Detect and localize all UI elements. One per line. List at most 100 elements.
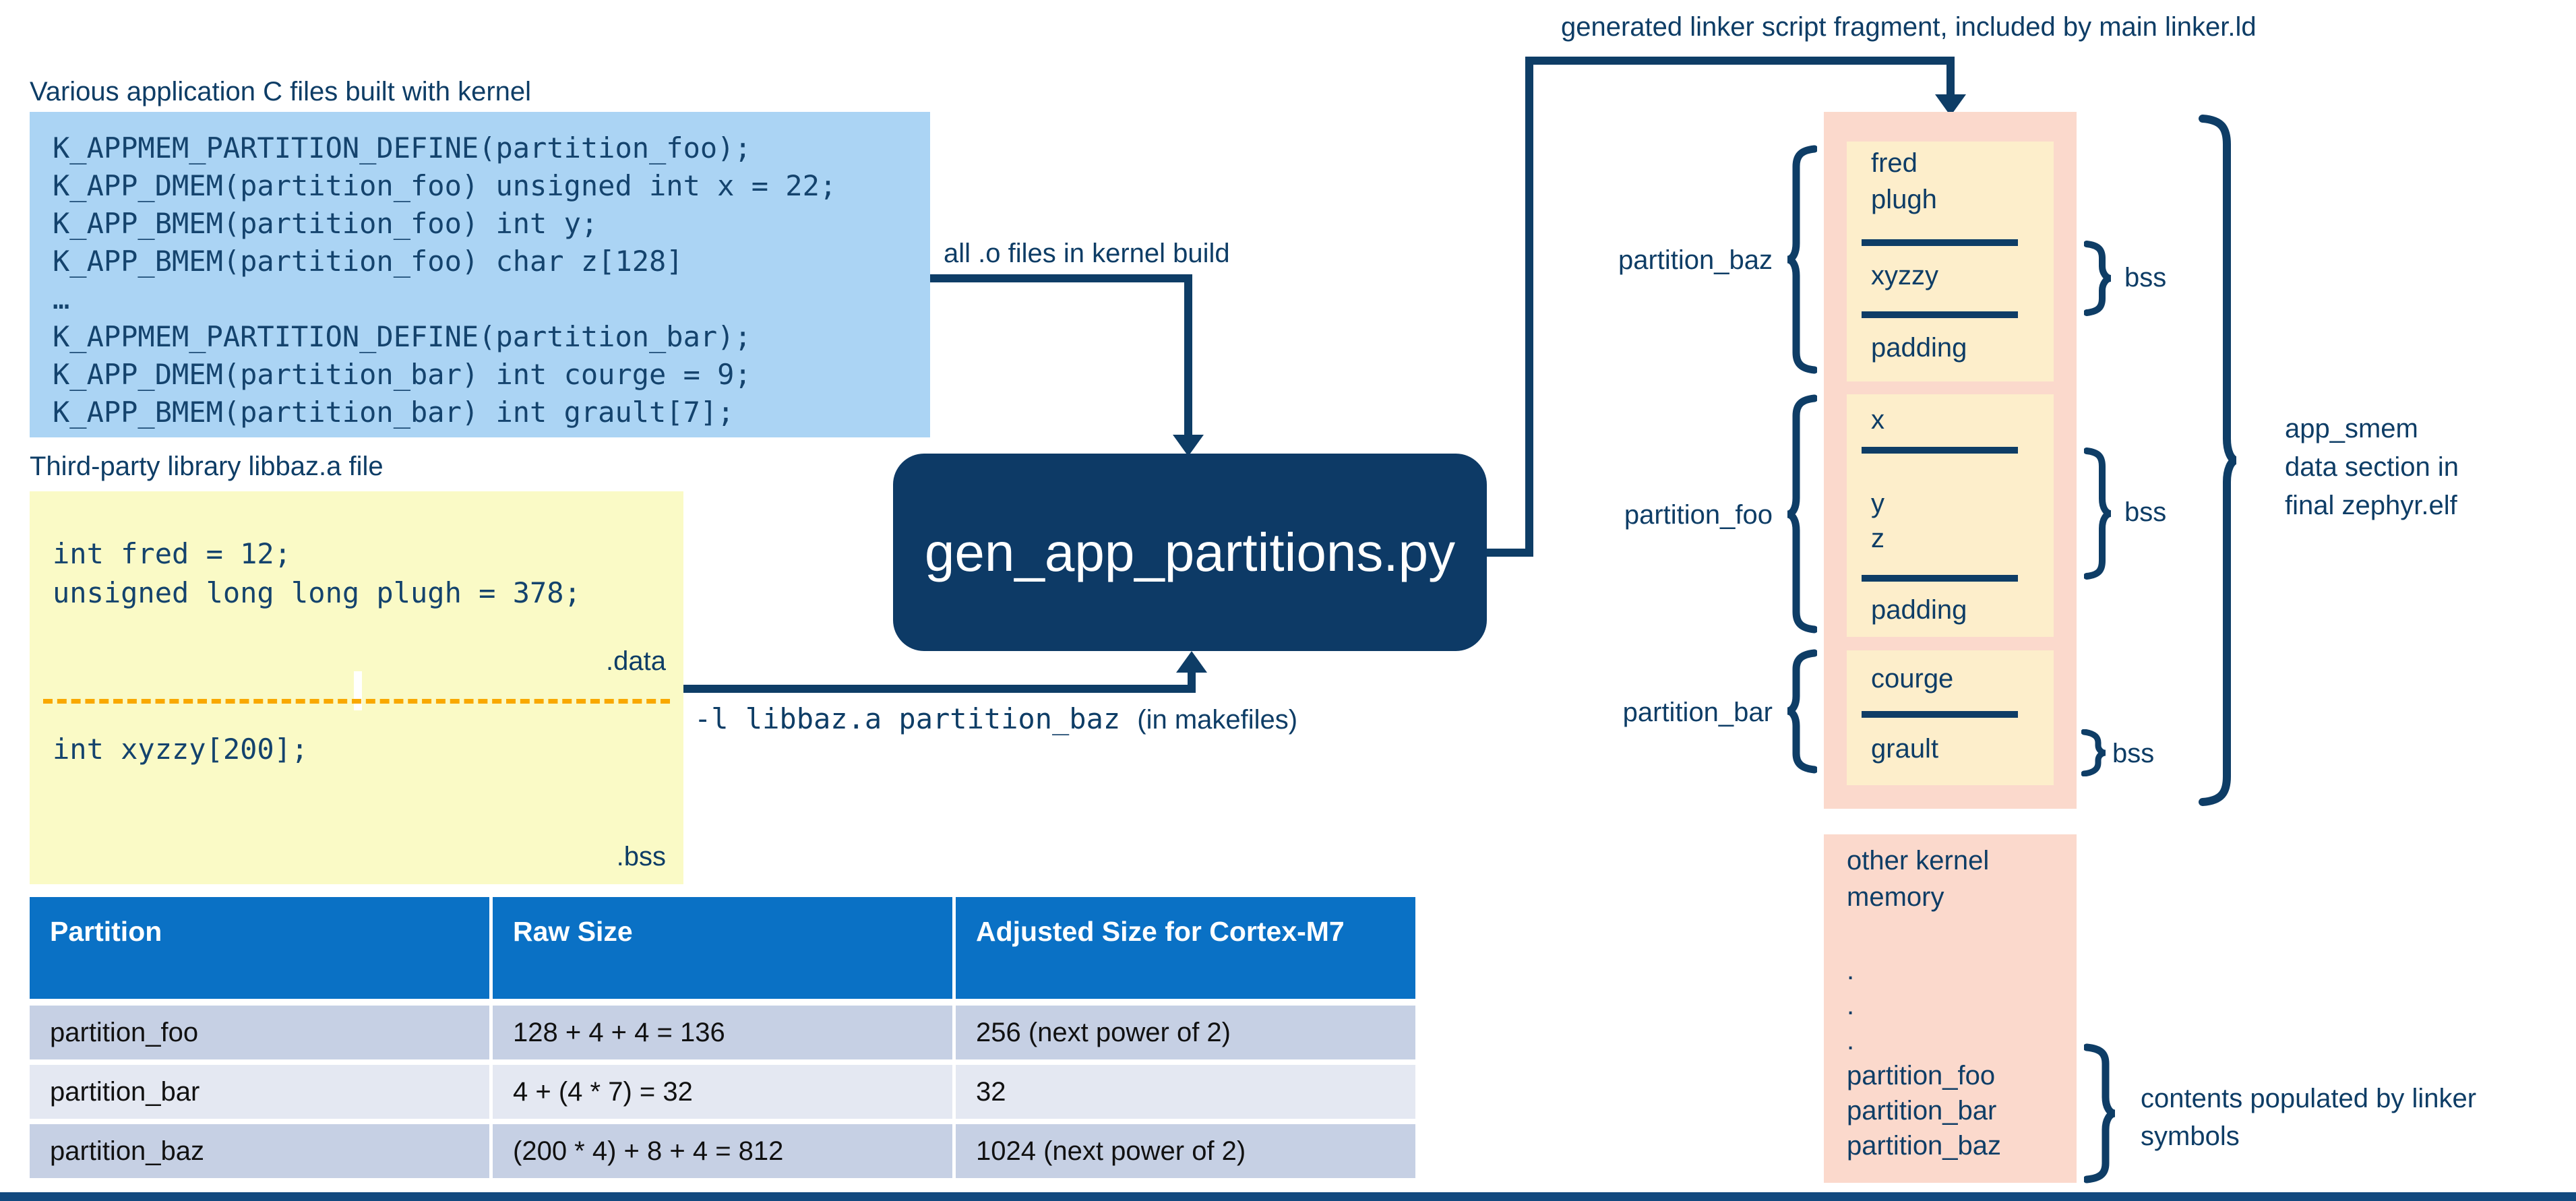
table-header-partition: Partition [30,897,489,999]
symbol-grault: grault [1871,734,1939,764]
arrow-objects-horizontal [930,274,1192,282]
all-o-files-label: all .o files in kernel build [944,239,1230,268]
brace-bss-grault [2081,729,2106,776]
kernel-partition-entry: partition_foo [1847,1061,1996,1090]
table-cell: partition_bar [30,1065,489,1119]
arrow-objects-head-icon [1173,435,1204,456]
code-line: K_APP_BMEM(partition_bar) int grault[7]; [53,396,735,429]
bss-label: bss [2124,263,2167,292]
app-smem-label-line: data section in [2285,452,2459,482]
symbol-xyzzy: xyzzy [1871,261,1938,290]
brace-linker-symbols [2084,1043,2116,1183]
makefile-flag-code: -l libbaz.a partition_baz [694,702,1121,735]
lib-code-line: int xyzzy[200]; [53,733,309,766]
gen-app-partitions-box: gen_app_partitions.py [893,454,1487,651]
arrow-makefile-vertical [1188,671,1196,689]
table-cell: 32 [956,1065,1415,1119]
segment-divider [1862,447,2018,454]
arrow-output-drop [1946,65,1955,97]
brace-partition-baz [1787,145,1817,374]
app-smem-label-line: app_smem [2285,414,2418,443]
code-line: … [53,282,70,315]
padding-label: padding [1871,595,1967,625]
arrow-makefile-horizontal [683,685,1196,693]
brace-partition-bar [1787,649,1817,774]
app-smem-box: fred plugh xyzzy padding x y z padding c… [1824,112,2077,809]
table-cell: partition_baz [30,1124,489,1178]
kernel-partition-entry: partition_baz [1847,1131,2002,1161]
table-header-adjusted-size: Adjusted Size for Cortex-M7 [956,897,1415,999]
data-bss-divider [43,699,670,704]
arrow-makefile-head-icon [1176,651,1207,673]
lib-code-line: unsigned long long plugh = 378; [53,576,581,609]
brace-bss-yz [2084,448,2112,580]
data-section-label: .data [606,646,666,676]
partition-size-table: Partition Raw Size Adjusted Size for Cor… [30,897,1415,1178]
arrow-output-horizontal [1525,57,1955,65]
segment-divider [1862,239,2018,246]
partition-bar-label: partition_bar [1622,698,1773,727]
brace-partition-foo [1787,394,1817,634]
symbol-z: z [1871,524,1884,553]
code-line: K_APP_DMEM(partition_foo) unsigned int x… [53,169,837,202]
segment-divider [1862,711,2018,718]
symbol-y: y [1871,489,1884,518]
code-line: K_APP_BMEM(partition_foo) char z[128] [53,245,683,278]
makefile-flag-label: -l libbaz.a partition_baz (in makefiles) [694,702,1297,736]
heading-third-party-library: Third-party library libbaz.a file [30,452,384,481]
table-cell: partition_foo [30,1006,489,1059]
partition-baz-label: partition_baz [1618,245,1773,275]
table-cell: (200 * 4) + 8 + 4 = 812 [493,1124,952,1178]
bss-label: bss [2124,497,2167,527]
ellipsis-dot: . [1847,991,1855,1020]
other-kernel-memory-label: other kernel memory [1847,846,1990,912]
table-row: partition_foo 128 + 4 + 4 = 136 256 (nex… [30,1006,1415,1059]
ellipsis-dot: . [1847,956,1855,985]
table-row: partition_bar 4 + (4 * 7) = 32 32 [30,1065,1415,1119]
gen-app-partitions-label: gen_app_partitions.py [924,522,1456,582]
partition-foo-label: partition_foo [1624,500,1773,530]
partition-baz-segment: fred plugh xyzzy padding [1847,142,2054,381]
symbol-plugh: plugh [1871,185,1937,214]
ellipsis-dot: . [1847,1026,1855,1055]
bss-label: bss [2112,739,2155,768]
kernel-partition-entry: partition_bar [1847,1096,1997,1126]
application-code-block: K_APPMEM_PARTITION_DEFINE(partition_foo)… [30,112,930,437]
brace-app-smem [2199,115,2238,806]
other-kernel-memory-box: other kernel memory . . . partition_foo … [1824,834,2077,1183]
linker-fragment-label: generated linker script fragment, includ… [1561,12,2257,42]
symbol-courge: courge [1871,664,1954,694]
linker-symbols-label-line: symbols [2141,1121,2240,1151]
table-cell: 1024 (next power of 2) [956,1124,1415,1178]
app-smem-label-line: final zephyr.elf [2285,491,2457,520]
lib-code-line: int fred = 12; [53,537,292,570]
table-header-raw-size: Raw Size [493,897,952,999]
padding-label: padding [1871,333,1967,363]
code-line: K_APP_BMEM(partition_foo) int y; [53,207,599,240]
arrow-output-stub [1487,549,1533,557]
code-line: K_APPMEM_PARTITION_DEFINE(partition_bar)… [53,320,752,353]
segment-divider [1862,575,2018,582]
code-line: K_APP_DMEM(partition_bar) int courge = 9… [53,358,752,391]
table-cell: 256 (next power of 2) [956,1006,1415,1059]
symbol-fred: fred [1871,148,1918,178]
footer-bar [0,1192,2576,1201]
table-cell: 128 + 4 + 4 = 136 [493,1006,952,1059]
table-cell: 4 + (4 * 7) = 32 [493,1065,952,1119]
makefile-flag-note: (in makefiles) [1137,705,1298,735]
heading-application-c-files: Various application C files built with k… [30,77,532,106]
arrow-output-vertical [1525,57,1533,557]
text-cursor [354,671,362,710]
bss-section-label: .bss [616,842,666,871]
partition-foo-segment: x y z padding [1847,394,2054,637]
table-row: partition_baz (200 * 4) + 8 + 4 = 812 10… [30,1124,1415,1178]
linker-symbols-label-line: contents populated by linker [2141,1084,2477,1113]
arrow-objects-vertical [1184,274,1192,437]
table-header-row: Partition Raw Size Adjusted Size for Cor… [30,897,1415,999]
symbol-x: x [1871,405,1884,435]
partition-bar-segment: courge grault [1847,650,2054,785]
brace-bss-xyzzy [2084,241,2112,316]
libbaz-block: int fred = 12; unsigned long long plugh … [30,491,683,884]
segment-divider [1862,311,2018,318]
